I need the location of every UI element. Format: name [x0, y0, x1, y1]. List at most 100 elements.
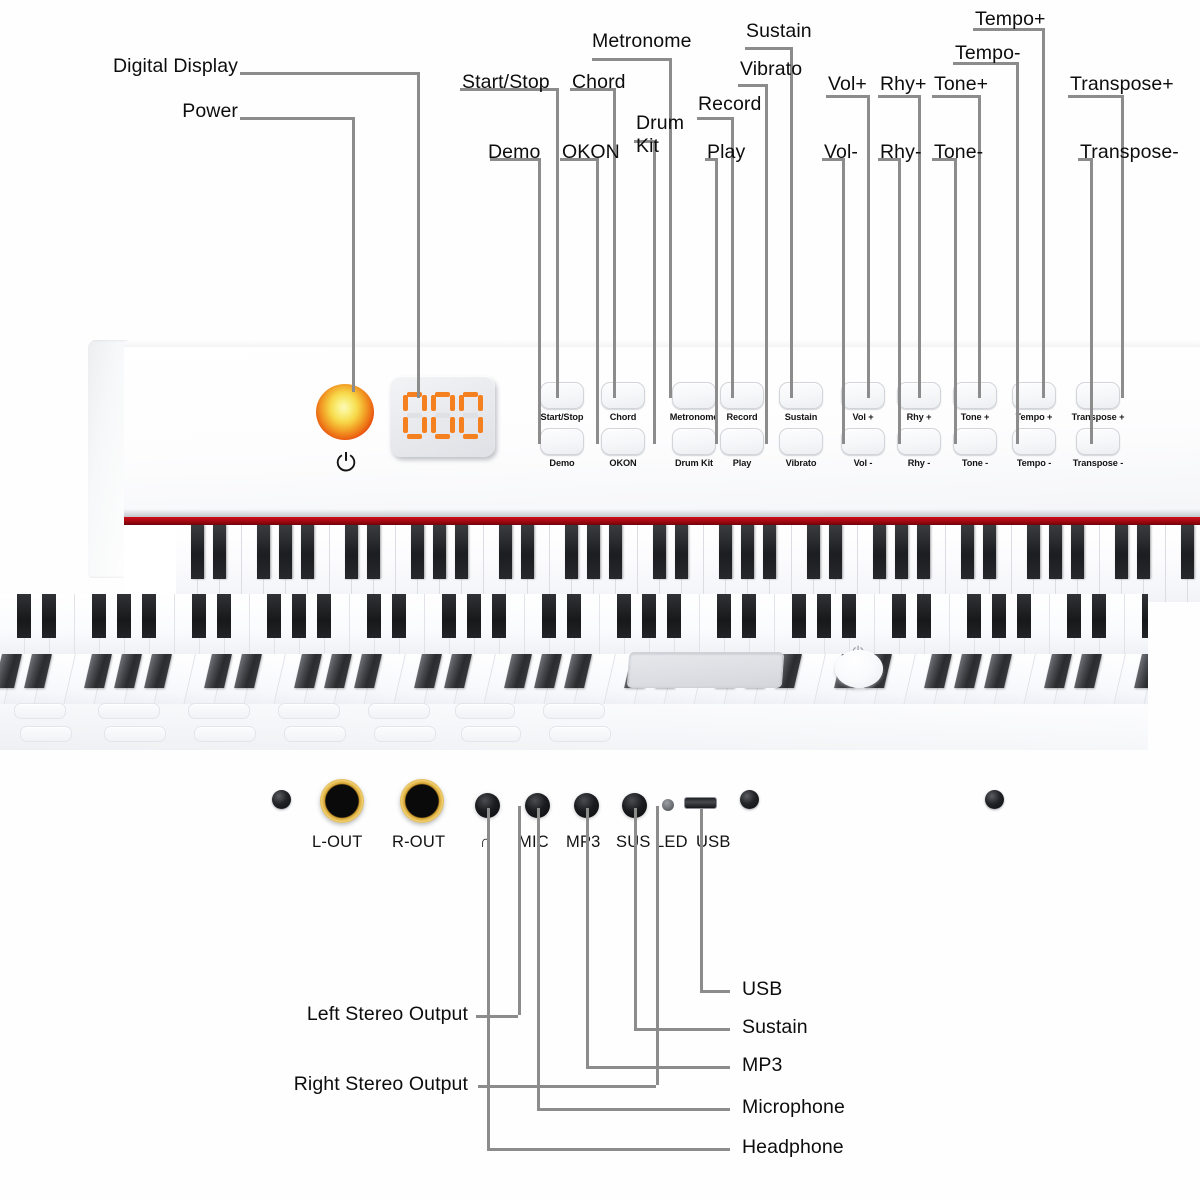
- rear-view-button[interactable]: [104, 726, 166, 742]
- black-key: [1027, 525, 1040, 579]
- black-key: [587, 525, 600, 579]
- leader-line-horizontal: [745, 47, 790, 50]
- leader-line-horizontal: [826, 95, 867, 98]
- leader-line-horizontal: [487, 1148, 730, 1151]
- callout-mp3: MP3: [742, 1054, 783, 1076]
- audio-jack-port[interactable]: [400, 779, 444, 823]
- callout-start-stop: Start/Stop: [462, 71, 550, 93]
- leader-line-horizontal: [478, 1085, 656, 1088]
- keyboard-top-view-photo: [88, 340, 1200, 602]
- leader-line-horizontal: [878, 158, 898, 161]
- leader-line-vertical: [790, 47, 793, 398]
- control-button[interactable]: [1012, 428, 1056, 455]
- control-button[interactable]: [601, 382, 645, 409]
- control-button[interactable]: [1012, 382, 1056, 409]
- black-key: [455, 525, 468, 579]
- control-button[interactable]: [953, 382, 997, 409]
- rear-view-button[interactable]: [14, 703, 66, 719]
- leader-line-vertical: [613, 88, 616, 398]
- rear-view-button[interactable]: [543, 703, 605, 719]
- black-key: [642, 594, 656, 638]
- leader-line-vertical: [556, 88, 559, 398]
- callout-sustain-pedal: Sustain: [742, 1016, 808, 1038]
- rear-view-button[interactable]: [455, 703, 515, 719]
- control-button[interactable]: [1076, 382, 1120, 409]
- black-key: [741, 525, 754, 579]
- leader-line-vertical: [1042, 28, 1045, 398]
- jack-port-label: MP3: [566, 833, 601, 851]
- keyboard-keys-perspective: [0, 654, 1148, 706]
- control-button[interactable]: [720, 428, 764, 455]
- power-led-indicator: [316, 384, 374, 440]
- rear-view-button[interactable]: [461, 726, 521, 742]
- black-key: [217, 594, 231, 638]
- leader-line-horizontal: [240, 117, 352, 120]
- control-button-label: Vibrato: [785, 458, 817, 468]
- leader-line-vertical: [634, 808, 637, 1028]
- leader-line-vertical: [700, 808, 703, 990]
- control-button-label: Rhy +: [906, 412, 932, 422]
- black-key: [1137, 525, 1150, 579]
- led-indicator: [662, 799, 674, 811]
- control-button-label: Transpose +: [1071, 412, 1125, 422]
- rear-view-button[interactable]: [98, 703, 160, 719]
- black-key: [392, 594, 406, 638]
- control-button-label: OKON: [609, 458, 637, 468]
- control-button-label: Tone +: [960, 412, 990, 422]
- jack-port-label: L-OUT: [312, 833, 363, 851]
- control-button[interactable]: [672, 428, 716, 455]
- control-button-label: Play: [732, 458, 752, 468]
- control-button[interactable]: [779, 382, 823, 409]
- control-button[interactable]: [841, 382, 885, 409]
- rear-view-power-button[interactable]: [835, 650, 883, 688]
- leader-line-horizontal: [634, 140, 653, 143]
- black-key: [117, 594, 131, 638]
- leader-line-horizontal: [240, 72, 417, 75]
- control-button[interactable]: [672, 382, 716, 409]
- control-button[interactable]: [601, 428, 645, 455]
- leader-line-horizontal: [560, 158, 596, 161]
- black-key: [717, 594, 731, 638]
- rear-view-button[interactable]: [368, 703, 430, 719]
- rear-view-button[interactable]: [188, 703, 250, 719]
- audio-jack-port[interactable]: [320, 779, 364, 823]
- leader-line-horizontal: [878, 95, 918, 98]
- black-key: [492, 594, 506, 638]
- rear-view-button[interactable]: [278, 703, 340, 719]
- control-button[interactable]: [540, 428, 584, 455]
- leader-line-horizontal: [973, 28, 1042, 31]
- digital-display: [390, 376, 495, 457]
- control-button[interactable]: [1076, 428, 1120, 455]
- control-button[interactable]: [540, 382, 584, 409]
- callout-left-stereo-output: Left Stereo Output: [306, 1003, 468, 1025]
- rear-view-button[interactable]: [374, 726, 436, 742]
- rear-view-button[interactable]: [284, 726, 346, 742]
- black-key: [565, 525, 578, 579]
- control-button[interactable]: [953, 428, 997, 455]
- leader-line-vertical: [537, 808, 540, 1108]
- black-key: [1115, 525, 1128, 579]
- control-button[interactable]: [841, 428, 885, 455]
- black-key: [42, 594, 56, 638]
- leader-line-vertical: [867, 95, 870, 398]
- control-button[interactable]: [897, 428, 941, 455]
- callout-rhy-plus: Rhy+: [880, 73, 927, 95]
- black-key: [17, 594, 31, 638]
- leader-line-horizontal: [460, 88, 556, 91]
- rear-view-button[interactable]: [194, 726, 256, 742]
- black-key: [192, 594, 206, 638]
- callout-rhy-minus: Rhy-: [880, 141, 922, 163]
- black-key: [442, 594, 456, 638]
- control-button[interactable]: [779, 428, 823, 455]
- black-key: [257, 525, 270, 579]
- black-key: [1017, 594, 1031, 638]
- black-key: [763, 525, 776, 579]
- control-button[interactable]: [720, 382, 764, 409]
- leader-line-horizontal: [1068, 95, 1121, 98]
- rear-view-button[interactable]: [20, 726, 72, 742]
- keyboard-front-edge-shadow: [124, 509, 1200, 519]
- jack-port-label: ∩: [480, 833, 492, 852]
- rear-view-button[interactable]: [549, 726, 611, 742]
- black-key: [567, 594, 581, 638]
- leader-line-vertical: [487, 808, 490, 1148]
